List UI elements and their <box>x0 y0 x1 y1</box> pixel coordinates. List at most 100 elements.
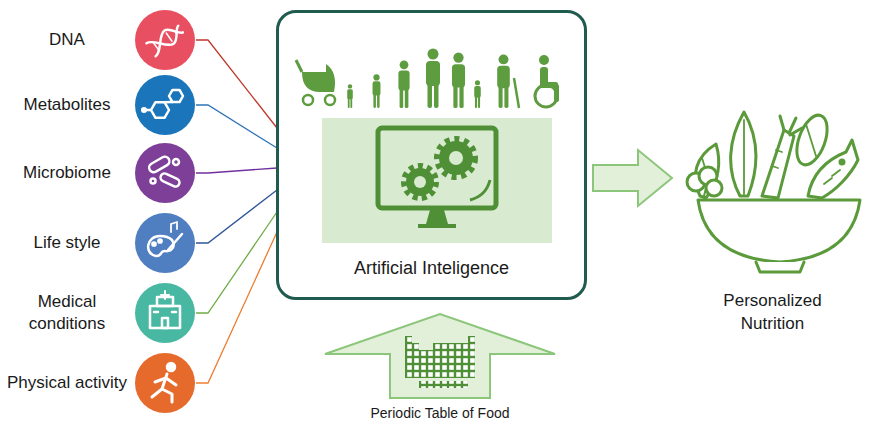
illustration-part <box>158 239 161 242</box>
illustration-part <box>168 234 182 250</box>
illustration-part <box>347 84 353 108</box>
illustration-part <box>704 188 706 196</box>
factor-icons <box>142 23 185 402</box>
illustration-part <box>172 311 176 314</box>
illustration-part <box>153 42 159 50</box>
factor-circles <box>135 10 195 413</box>
block-arrow <box>593 150 672 206</box>
illustration-part <box>756 262 804 272</box>
illustration-part <box>468 336 475 343</box>
illustration-part <box>405 343 419 350</box>
ai-engine-box: Artificial Inteligence <box>276 10 587 300</box>
illustration-part <box>142 108 146 112</box>
illustration-part <box>780 116 802 135</box>
factor-label: Metabolites <box>4 94 130 116</box>
input-line <box>196 190 277 243</box>
illustration-part <box>514 78 519 108</box>
illustration-part <box>791 111 833 169</box>
periodic-table-icon <box>405 336 475 388</box>
illustration-part <box>535 85 557 107</box>
factor-node: DNA <box>4 8 196 72</box>
illustration-part <box>470 180 490 200</box>
people-row <box>296 49 559 109</box>
illustration-part <box>151 102 169 118</box>
illustration-part <box>148 236 173 256</box>
illustration-part <box>166 33 172 41</box>
illustration-part <box>152 242 155 245</box>
illustration-part <box>135 283 195 343</box>
salad-bowl <box>687 111 860 272</box>
illustration-part <box>150 306 180 328</box>
factor-label: Medical conditions <box>4 291 130 335</box>
illustration-part <box>169 90 183 102</box>
factor-label: DNA <box>4 29 130 51</box>
illustration-part <box>698 200 860 262</box>
illustration-part <box>426 49 440 109</box>
computer-panel <box>322 118 552 243</box>
factor-label: Physical activity <box>4 372 130 394</box>
illustration-part <box>806 124 816 156</box>
illustration-part <box>135 143 195 203</box>
factor-label: Life style <box>4 232 130 254</box>
illustration-part <box>154 311 158 314</box>
input-line <box>196 168 277 173</box>
illustration-part <box>418 224 456 228</box>
illustration-part <box>437 139 475 177</box>
illustration-part <box>135 75 195 135</box>
illustration-part <box>302 64 335 92</box>
illustration-part <box>808 140 858 198</box>
input-line <box>196 232 277 383</box>
illustration-part <box>405 336 412 343</box>
illustration-part <box>303 95 313 105</box>
input-line <box>196 105 277 148</box>
illustration-part <box>171 222 177 232</box>
illustration-part <box>840 160 844 164</box>
block-arrow <box>325 314 555 398</box>
illustration-part <box>135 353 195 413</box>
input-line <box>196 212 277 313</box>
illustration-part <box>146 23 185 57</box>
illustration-part <box>414 176 426 188</box>
illustration-part <box>159 172 181 188</box>
factor-node: Physical activity <box>4 351 196 415</box>
illustration-part <box>398 60 409 108</box>
illustration-part <box>162 318 168 328</box>
illustration-part <box>135 10 195 70</box>
illustration-part <box>322 118 552 243</box>
factor-node: Microbiome <box>4 141 196 205</box>
illustration-part <box>762 130 794 198</box>
illustration-part <box>161 294 169 296</box>
output-label: Personalized Nutrition <box>708 290 838 336</box>
illustration-part <box>404 166 436 198</box>
illustration-part <box>146 23 185 57</box>
illustration-part <box>135 213 195 273</box>
illustration-part <box>474 80 481 108</box>
illustration-part <box>165 101 173 104</box>
illustration-part <box>151 179 156 184</box>
illustration-part <box>439 141 473 175</box>
nutrition-output-node: Personalized Nutrition <box>680 95 865 340</box>
food-table-node: Periodic Table of Food <box>312 402 568 428</box>
illustration-part <box>405 350 475 378</box>
illustration-part <box>539 55 549 65</box>
illustration-part <box>731 112 756 196</box>
illustration-part <box>433 343 475 350</box>
illustration-part <box>449 151 463 165</box>
factor-node: Medical conditions <box>4 281 196 345</box>
source-label: Periodic Table of Food <box>312 402 568 422</box>
illustration-part <box>296 60 302 72</box>
engine-label: Artificial Inteligence <box>279 257 584 280</box>
factor-node: Life style <box>4 211 196 275</box>
illustration-part <box>147 155 171 174</box>
illustration-part <box>772 150 782 168</box>
factor-label: Microbiome <box>4 162 130 184</box>
illustration-part <box>146 23 185 57</box>
illustration-part <box>419 381 468 388</box>
illustration-part <box>173 159 179 165</box>
factor-node: Metabolites <box>4 73 196 137</box>
illustration-part <box>497 54 510 108</box>
illustration-part <box>152 374 176 402</box>
illustration-part <box>824 170 840 184</box>
illustration-part <box>743 120 745 194</box>
